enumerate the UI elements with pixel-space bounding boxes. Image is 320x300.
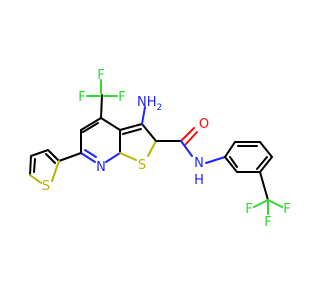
atom-ring-n: N — [96, 160, 106, 175]
atom-amino-n: NH2 — [137, 95, 162, 113]
bond-th3 — [29, 155, 32, 176]
bond-th1-double — [45, 153, 56, 164]
bond-ph-cf3 — [259, 171, 269, 201]
bond-s-c7a — [119, 152, 137, 161]
bond-th1 — [47, 149, 60, 162]
pyridine-ring — [80, 117, 121, 163]
atom-f-right-left: F — [245, 202, 252, 217]
atom-amide-h: H — [194, 173, 204, 188]
bond-f-right-right — [267, 199, 283, 208]
atom-f-left: F — [78, 90, 85, 105]
bond-ph1 — [224, 141, 236, 158]
amino-subscript: 2 — [157, 103, 163, 113]
bond-c-o-double — [184, 131, 198, 146]
bond-c3-nh2 — [141, 106, 146, 125]
atom-f-top: F — [97, 68, 104, 83]
bond-ph3 — [259, 141, 273, 158]
atom-amide-n: N — [194, 156, 204, 171]
molecule-structure: F F F NH2 O N H S N S F F F — [29, 68, 291, 230]
atom-carbonyl-o: O — [199, 117, 209, 132]
bond-c-o — [180, 127, 195, 142]
cf3-top-bonds — [86, 79, 118, 119]
molecule-canvas: F F F NH2 O N H S N S F F F — [29, 68, 291, 230]
bond-c6-n — [80, 152, 96, 163]
bond-ph6-double — [229, 156, 238, 168]
bond-th2 — [30, 149, 49, 157]
bond-c3a-c3-double — [122, 128, 142, 135]
atom-f-right: F — [118, 90, 125, 105]
bond-c3a-c4 — [100, 117, 121, 131]
bond-c6-thienyl — [58, 152, 82, 162]
bond-c4-c5 — [80, 117, 102, 131]
atom-labels: F F F NH2 O N H S N S F F F — [42, 68, 291, 230]
atom-thiophene-s: S — [42, 179, 50, 194]
bond-c2-s — [147, 140, 157, 157]
cf3-right-bonds — [253, 171, 283, 215]
bond-c3a-c3 — [119, 123, 143, 131]
bond-c4-c5-double — [82, 122, 99, 133]
bond-c-n — [180, 140, 193, 157]
bond-f-right-left — [253, 199, 269, 208]
bond-th5 — [51, 160, 60, 182]
phenyl-ring — [224, 141, 273, 173]
bond-ph4-double — [256, 156, 268, 170]
bond-n-c7a — [105, 152, 121, 163]
atom-f-right-bottom: F — [264, 215, 271, 230]
atom-ring-s: S — [138, 158, 146, 173]
thiophene-substituent-ring — [29, 149, 82, 184]
bond-ph6 — [224, 156, 238, 173]
atom-f-right-right: F — [283, 202, 290, 217]
bond-th4 — [29, 174, 42, 184]
bond-c3-c2 — [141, 123, 157, 142]
fused-thiophene-ring — [119, 106, 157, 161]
amino-label: NH — [137, 95, 157, 110]
bond-th3-double — [33, 158, 36, 173]
bond-c6-n-double — [84, 149, 97, 158]
amide-group — [155, 127, 226, 164]
bond-c4-cf3 — [100, 94, 103, 119]
bond-n-aryl — [205, 156, 226, 164]
bond-ph4 — [259, 156, 273, 173]
